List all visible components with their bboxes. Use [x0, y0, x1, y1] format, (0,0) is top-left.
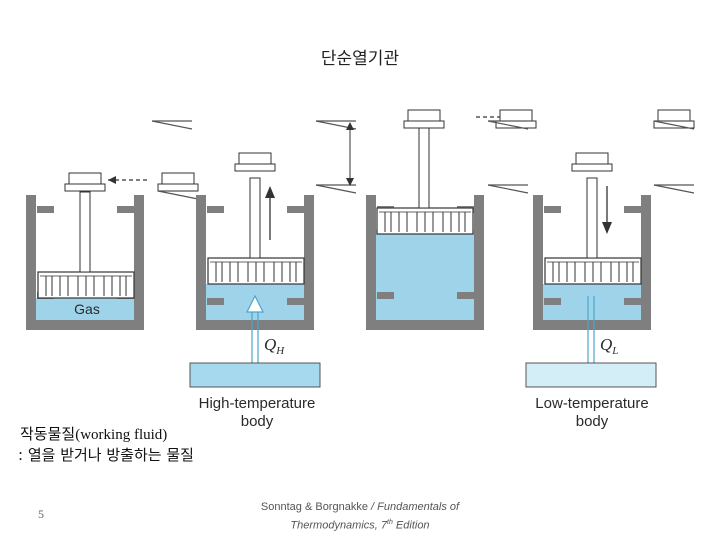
working-fluid-en: (working fluid)	[75, 427, 168, 443]
high-body-label-line2: body	[241, 413, 274, 430]
low-body-label-line2: body	[576, 413, 609, 430]
citation-title-2: Thermodynamics, 7	[290, 519, 388, 532]
high-body-label-line1: High-temperature	[199, 395, 316, 412]
working-fluid-ko: 작동물질	[20, 425, 76, 443]
citation: Sonntag & Borgnakke / Fundamentals of Th…	[230, 500, 490, 534]
low-temperature-body	[525, 362, 657, 388]
low-body-label-line1: Low-temperature	[535, 395, 648, 412]
citation-sup: th	[387, 519, 393, 526]
q-h-label: QH	[264, 335, 285, 357]
working-fluid-heading: 작동물질(working fluid)	[20, 423, 167, 444]
high-temperature-body	[189, 362, 321, 388]
q-l-label: QL	[600, 335, 618, 357]
page-title: 단순열기관	[320, 49, 400, 69]
cylinder-4	[487, 109, 695, 330]
citation-title-1: / Fundamentals of	[371, 501, 460, 513]
working-fluid-definition: : 열을 받거나 방출하는 물질	[18, 446, 194, 464]
cylinder-2	[151, 120, 357, 330]
cylinder-1: Gas	[26, 172, 199, 330]
cylinder-3	[315, 109, 537, 330]
gas-label: Gas	[74, 301, 100, 317]
page-number: 5	[38, 507, 44, 521]
citation-title-3: Edition	[392, 519, 430, 532]
citation-authors: Sonntag & Borgnakke	[260, 501, 368, 513]
